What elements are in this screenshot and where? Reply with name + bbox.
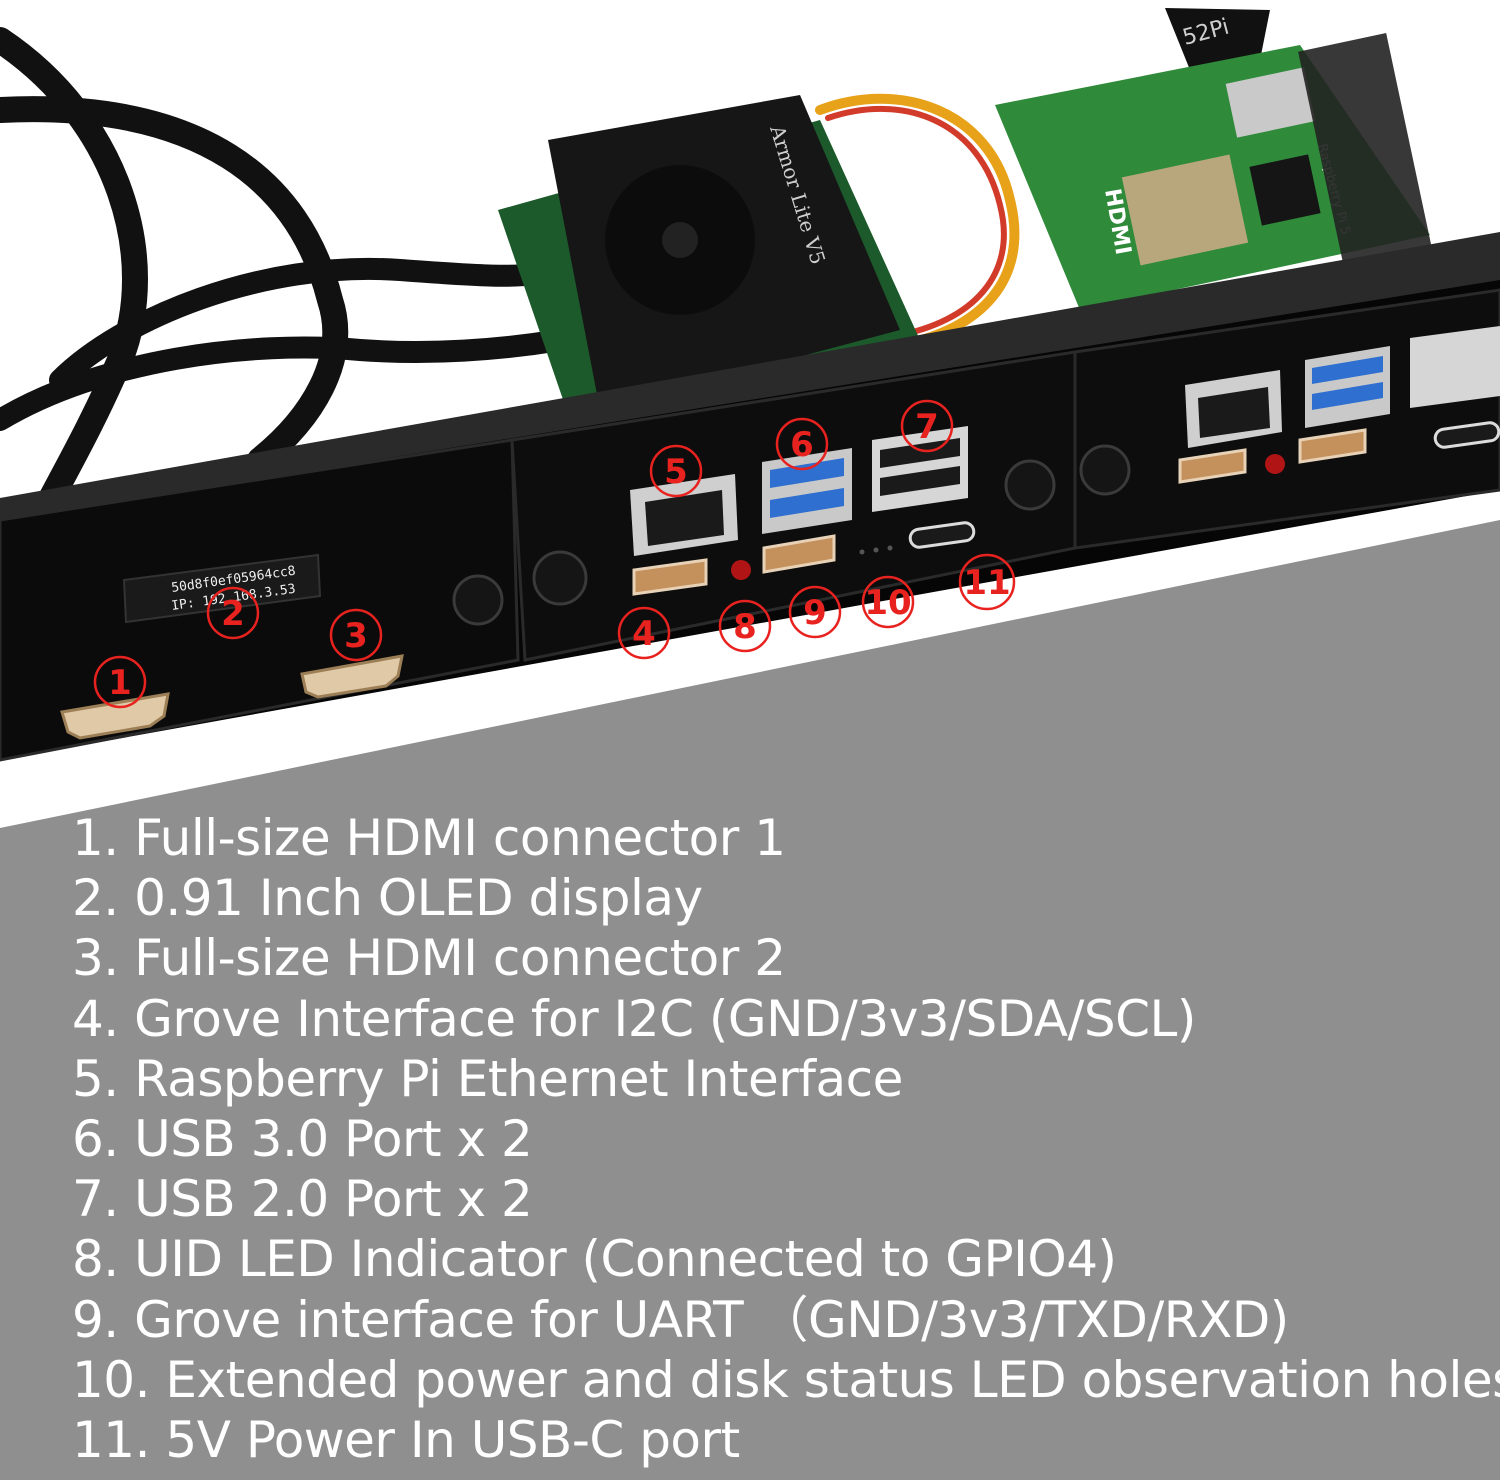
callout-5: 5 — [649, 444, 703, 498]
legend-item: 4. Grove Interface for I2C (GND/3v3/SDA/… — [72, 989, 1196, 1048]
legend-item: 7. USB 2.0 Port x 2 — [72, 1170, 533, 1229]
svg-text:9: 9 — [803, 593, 827, 633]
hdmi-port-1 — [60, 692, 170, 740]
cables — [0, 27, 1020, 533]
legend-item: 1. Full-size HDMI connector 1 — [72, 809, 786, 867]
legend-item: 5. Raspberry Pi Ethernet Interface — [72, 1049, 903, 1108]
usb3-ports — [762, 346, 1390, 534]
legend-item: 2. 0.91 Inch OLED display — [72, 869, 703, 928]
pi-board-right: 52Pi HDMI Raspberry Pi 5 — [995, 8, 1432, 310]
ethernet-port — [630, 370, 1282, 556]
svg-text:3: 3 — [344, 616, 368, 656]
usbc-port — [908, 421, 1500, 549]
svg-text:4: 4 — [632, 614, 656, 654]
legend-item: 3. Full-size HDMI connector 2 — [72, 929, 786, 988]
svg-text:6: 6 — [790, 425, 814, 465]
callout-9: 9 — [788, 585, 842, 639]
callout-1: 1 — [93, 655, 147, 709]
legend-item: 8. UID LED Indicator (Connected to GPIO4… — [72, 1230, 1117, 1289]
svg-text:1: 1 — [108, 663, 132, 703]
grove-connectors — [632, 428, 1367, 596]
legend-item: 9. Grove interface for UART （GND/3v3/TXD… — [72, 1290, 1289, 1349]
callout-2: 2 — [206, 586, 260, 640]
callout-3: 3 — [329, 608, 383, 662]
legend-item: 11. 5V Power In USB-C port — [72, 1411, 740, 1470]
legend-item: 10. Extended power and disk status LED o… — [72, 1350, 1500, 1409]
callout-6: 6 — [775, 417, 829, 471]
legend-item: 6. USB 3.0 Port x 2 — [72, 1110, 533, 1169]
hdmi-port-2 — [300, 654, 404, 699]
svg-text:10: 10 — [864, 583, 911, 623]
callout-4: 4 — [617, 606, 671, 660]
legend-list: 1. Full-size HDMI connector 1 2. 0.91 In… — [72, 808, 1500, 1470]
thumbscrews — [452, 444, 1131, 626]
caption-background — [0, 520, 1500, 1480]
pi-board-left: Armor Lite V5 — [498, 95, 920, 420]
svg-text:2: 2 — [221, 594, 245, 634]
svg-text:7: 7 — [915, 407, 939, 447]
svg-text:11: 11 — [963, 563, 1010, 603]
callout-7: 7 — [900, 399, 954, 453]
callout-8: 8 — [718, 599, 772, 653]
usb2-ports — [872, 326, 1500, 512]
callout-11: 11 — [958, 553, 1016, 611]
callout-10: 10 — [861, 575, 915, 629]
svg-text:5: 5 — [664, 452, 688, 492]
svg-text:8: 8 — [733, 607, 757, 647]
leds — [731, 454, 1285, 580]
callouts: 1 2 3 4 5 6 7 8 9 10 11 — [93, 399, 1016, 709]
